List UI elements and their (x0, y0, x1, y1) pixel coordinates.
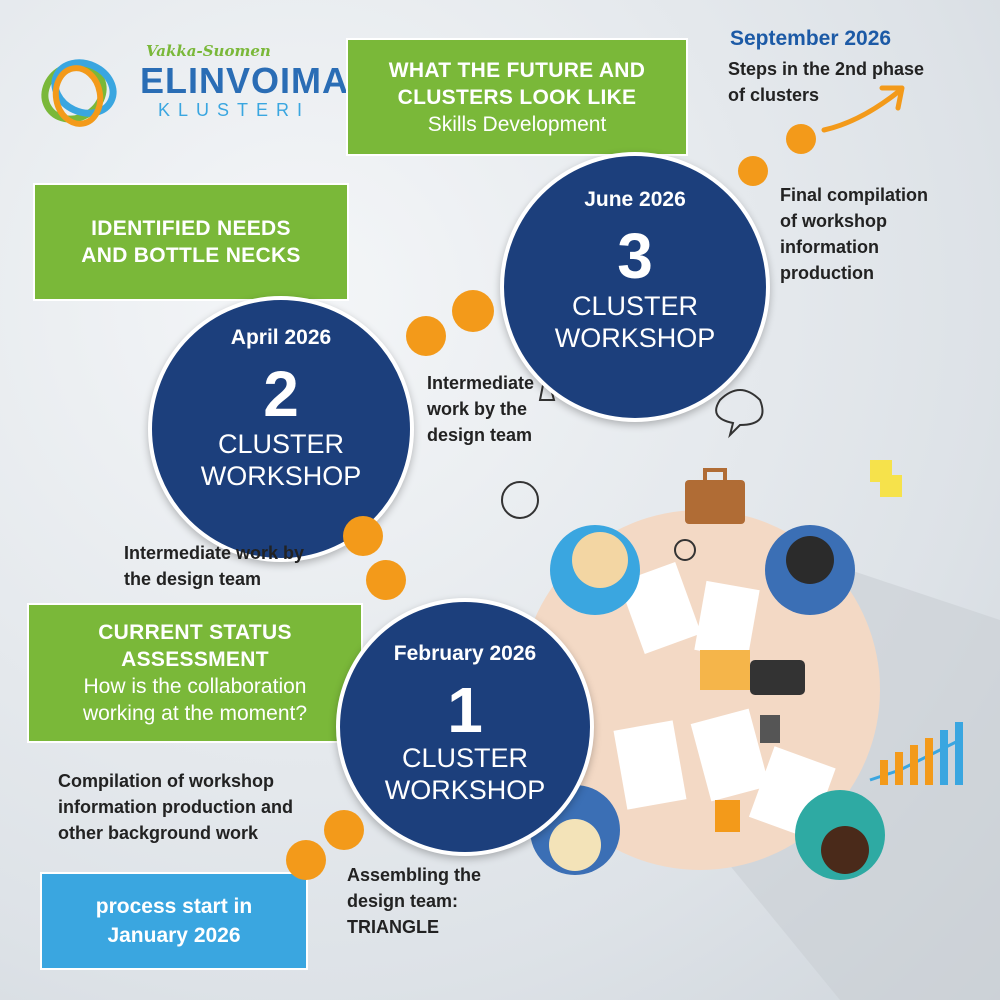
logo-rings-icon (41, 59, 117, 127)
workshop-3-label-line1: CLUSTER (571, 291, 699, 321)
connector-dot (452, 290, 494, 332)
logo-main-text: ELINVOIMA- (140, 60, 362, 101)
connector-dot (738, 156, 768, 186)
september-date: September 2026 (730, 27, 892, 50)
workshop-3-date: June 2026 (584, 188, 686, 211)
assemble-line1: Assembling the (347, 865, 482, 885)
intermediate-work-note-lower: Intermediate work by the design team (124, 540, 304, 592)
inter2-line2: the design team (124, 569, 262, 589)
arrow-up-right-icon (821, 85, 905, 133)
future-title-line1: WHAT THE FUTURE AND (388, 58, 646, 82)
final-line1: Final compilation (780, 185, 929, 205)
workshop-2-date: April 2026 (230, 326, 332, 349)
compile-line3: other background work (58, 823, 259, 843)
assemble-line3: TRIANGLE (347, 917, 439, 937)
compile-line1: Compilation of workshop (58, 771, 274, 791)
meeting-illustration (501, 369, 1000, 1000)
logo-top-text: Vakka-Suomen (146, 42, 271, 60)
workshop-1-date: February 2026 (393, 642, 537, 665)
inter3-line1: Intermediate (427, 373, 535, 393)
september-note: Steps in the 2nd phase of clusters (728, 56, 924, 108)
current-sub-line1: How is the collaboration (83, 675, 307, 698)
needs-box: IDENTIFIED NEEDS AND BOTTLE NECKS (33, 183, 349, 301)
future-box: WHAT THE FUTURE AND CLUSTERS LOOK LIKE S… (346, 38, 688, 156)
workshop-3-number: 3 (617, 220, 653, 292)
workshop-1-label-line1: CLUSTER (401, 743, 529, 773)
inter3-line3: design team (427, 425, 533, 445)
connector-dot (324, 810, 364, 850)
final-line4: production (780, 263, 874, 283)
workshop-3-label-line2: WORKSHOP (554, 323, 716, 353)
compilation-note: Compilation of workshop information prod… (58, 768, 293, 846)
workshop-1-number: 1 (447, 674, 483, 746)
assembling-note: Assembling the design team: TRIANGLE (347, 862, 481, 940)
process-start-box: process start in January 2026 (40, 872, 308, 970)
assemble-line2: design team: (347, 891, 459, 911)
intermediate-work-note-upper: Intermediate work by the design team (427, 370, 534, 448)
current-title-line1: CURRENT STATUS (98, 621, 292, 644)
future-title-line2: CLUSTERS LOOK LIKE (397, 85, 637, 109)
workshop-2-label-line2: WORKSHOP (200, 461, 362, 491)
start-line2: January 2026 (107, 924, 241, 947)
workshop-1-label-line2: WORKSHOP (384, 775, 546, 805)
workshop-2-number: 2 (263, 358, 299, 430)
inter2-line1: Intermediate work by (124, 543, 305, 563)
needs-title-line2: AND BOTTLE NECKS (81, 244, 301, 267)
september-line1: Steps in the 2nd phase (728, 59, 925, 79)
compile-line2: information production and (58, 797, 293, 817)
current-status-box: CURRENT STATUS ASSESSMENT How is the col… (27, 603, 363, 743)
connector-dot (406, 316, 446, 356)
current-title-line2: ASSESSMENT (121, 648, 269, 671)
current-sub-line2: working at the moment? (82, 702, 308, 725)
workshop-2-label-line1: CLUSTER (217, 429, 345, 459)
connector-dot (343, 516, 383, 556)
workshop-1-circle: February 2026 1 CLUSTER WORKSHOP (336, 598, 594, 856)
needs-title-line1: IDENTIFIED NEEDS (91, 217, 291, 240)
logo-sub-text: KLUSTERI (158, 100, 311, 120)
final-line2: of workshop (780, 211, 887, 231)
final-line3: information (780, 237, 879, 257)
future-subtitle: Skills Development (427, 112, 607, 136)
workshop-3-circle: June 2026 3 CLUSTER WORKSHOP (500, 152, 770, 422)
start-line1: process start in (95, 895, 253, 918)
september-line2: of clusters (728, 85, 820, 105)
connector-dot (366, 560, 406, 600)
connector-dot (786, 124, 816, 154)
connector-dot (286, 840, 326, 880)
inter3-line2: work by the (427, 399, 528, 419)
final-compilation-note: Final compilation of workshop informatio… (780, 182, 928, 286)
